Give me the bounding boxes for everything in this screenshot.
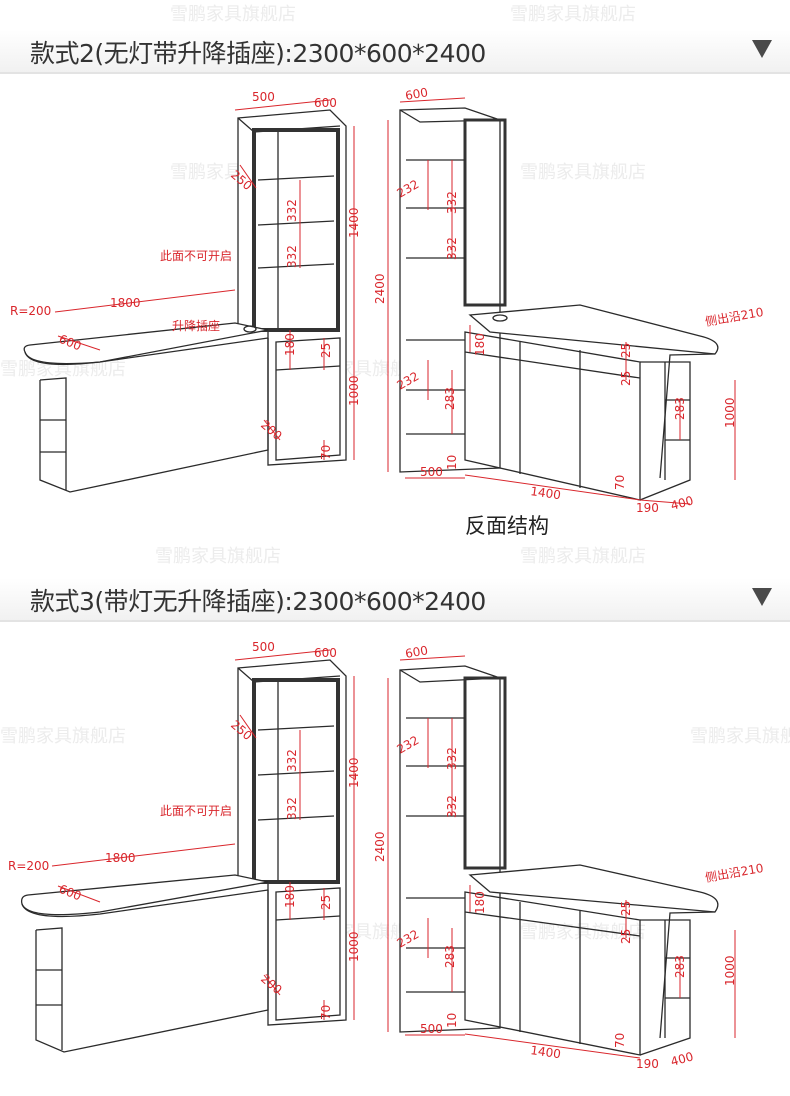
dim-label: 25: [319, 895, 333, 910]
watermark: 雪鹏家具旗舰店: [690, 726, 790, 747]
dim-label: 70: [613, 1033, 627, 1048]
dim-label: 1000: [723, 397, 737, 428]
dim-label: 25: [619, 901, 633, 916]
watermark: 雪鹏家具旗舰店: [520, 922, 646, 943]
dim-label: 500: [420, 465, 443, 479]
dim-label: 1400: [530, 484, 562, 502]
dim-label: 283: [443, 387, 457, 410]
note-edge: 侧出沿210: [704, 861, 764, 885]
dim-label: 600: [314, 96, 337, 110]
dim-label: 283: [443, 945, 457, 968]
dim-label: 70: [613, 475, 627, 490]
dim-label: 25: [319, 343, 333, 358]
dim-label: 500: [252, 90, 275, 104]
dim-label: 400: [669, 493, 695, 512]
dim-label: 10: [445, 455, 459, 470]
note-edge: 侧出沿210: [704, 305, 764, 329]
dim-label: 1000: [347, 931, 361, 962]
chevron-down-icon[interactable]: [752, 588, 772, 606]
dim-label: 1400: [347, 207, 361, 238]
dim-label: 70: [319, 445, 333, 460]
dim-label: 70: [319, 1005, 333, 1020]
dim-label: 190: [636, 1057, 659, 1070]
dim-label: 332: [445, 795, 459, 818]
watermark: 雪鹏家具旗舰店: [520, 162, 646, 183]
dim-label: R=200: [10, 304, 51, 318]
dim-label: 332: [445, 747, 459, 770]
watermark: 雪鹏家具旗舰店: [0, 726, 126, 747]
dim-label: 2400: [373, 273, 387, 304]
watermark: 雪鹏家具旗舰店: [155, 546, 281, 567]
section-title: 款式2(无灯带升降插座):2300*600*2400: [30, 39, 486, 68]
dim-label: 1800: [110, 296, 141, 310]
dim-label: 600: [404, 643, 429, 661]
dim-label: 332: [285, 199, 299, 222]
dim-label: 25: [619, 343, 633, 358]
dim-label: 283: [673, 955, 687, 978]
dim-label: 25: [619, 929, 633, 944]
dim-label: 180: [283, 885, 297, 908]
watermark: 雪鹏家具旗舰店: [0, 359, 126, 380]
dim-label: 1400: [347, 757, 361, 788]
note-socket: 升降插座: [172, 318, 220, 333]
watermark: 雪鹏家具旗舰店: [170, 4, 296, 25]
back-caption: 反面结构: [465, 514, 549, 538]
dim-label: 1400: [530, 1043, 562, 1061]
front-diagram: 500 600 250 332 332 1400 R=200 1800 600 …: [10, 90, 361, 493]
dim-label: 500: [420, 1022, 443, 1036]
dim-label: 25: [619, 371, 633, 386]
dim-label: 400: [669, 1049, 695, 1068]
dim-label: 332: [285, 749, 299, 772]
dim-label: 190: [636, 501, 659, 515]
dim-label: 1000: [723, 955, 737, 986]
dim-label: 283: [673, 397, 687, 420]
section-title: 款式3(带灯无升降插座):2300*600*2400: [30, 587, 486, 616]
dim-label: 180: [473, 891, 487, 914]
back-diagram: 600 232 332 332 2400 180 25 25 232 283 1…: [373, 85, 765, 515]
front-diagram: 500 600 250 332 332 1400 R=200 1800 600 …: [8, 640, 361, 1053]
dim-label: 1800: [105, 851, 136, 865]
dim-label: 332: [285, 797, 299, 820]
dim-label: 600: [404, 85, 429, 103]
section-title-bar: 款式3(带灯无升降插座):2300*600*2400: [0, 578, 790, 622]
watermark: 雪鹏家具旗舰店: [520, 546, 646, 567]
note-no-open: 此面不可开启: [160, 804, 232, 818]
dim-label: 600: [314, 646, 337, 660]
dim-label: 500: [252, 640, 275, 654]
section-title-bar: 款式2(无灯带升降插座):2300*600*2400: [0, 30, 790, 74]
dim-label: 180: [283, 333, 297, 356]
watermark: 雪鹏家具旗舰店: [510, 4, 636, 25]
dim-label: 332: [285, 245, 299, 268]
chevron-down-icon[interactable]: [752, 40, 772, 58]
dim-label: 10: [445, 1013, 459, 1028]
dim-label: 332: [445, 237, 459, 260]
back-diagram: 600 232 332 332 2400 180 25 25 232 283 1…: [373, 643, 765, 1070]
dim-label: 332: [445, 191, 459, 214]
dim-label: R=200: [8, 859, 49, 873]
note-no-open: 此面不可开启: [160, 249, 232, 263]
dim-label: 1000: [347, 375, 361, 406]
dim-label: 2400: [373, 831, 387, 862]
dim-label: 180: [473, 333, 487, 356]
